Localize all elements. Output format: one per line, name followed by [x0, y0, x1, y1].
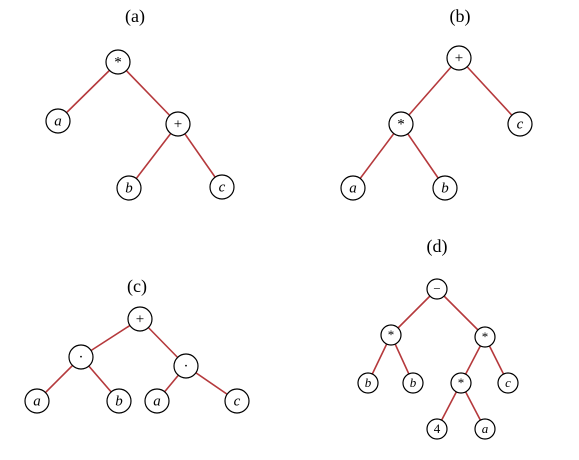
- tree-node: a: [24, 388, 50, 414]
- tree-edge: [400, 123, 446, 189]
- node-circle: [426, 418, 448, 440]
- tree-edge: [390, 288, 438, 336]
- node-circle: [497, 372, 519, 394]
- tree-node: b: [402, 372, 424, 394]
- tree-node: *: [474, 326, 496, 348]
- tree-node: ·: [68, 344, 94, 370]
- tree-edge: [436, 288, 486, 338]
- node-label: c: [234, 393, 241, 409]
- tree-node: c: [497, 372, 519, 394]
- tree-node: *: [450, 372, 472, 394]
- node-label: b: [115, 393, 123, 409]
- node-label: a: [349, 180, 357, 196]
- tree-node: b: [357, 372, 379, 394]
- node-label: ·: [184, 358, 189, 374]
- tree-caption: (b): [450, 6, 471, 27]
- node-circle: [357, 372, 379, 394]
- node-circle: [116, 175, 142, 201]
- tree-caption: (d): [427, 236, 448, 257]
- node-label: +: [455, 50, 463, 66]
- tree-node: +: [165, 111, 191, 137]
- tree-node: b: [116, 175, 142, 201]
- tree-node: c: [507, 111, 533, 137]
- node-circle: [144, 388, 170, 414]
- node-label: b: [441, 180, 449, 196]
- node-label: *: [388, 327, 395, 342]
- node-label: b: [365, 375, 372, 390]
- tree-caption: (a): [125, 6, 145, 27]
- node-circle: [106, 388, 132, 414]
- tree-node: ·: [173, 353, 199, 379]
- node-label: *: [458, 375, 465, 390]
- node-circle: [45, 108, 71, 134]
- node-circle: [24, 388, 50, 414]
- node-circle: [450, 372, 472, 394]
- node-circle: [432, 175, 458, 201]
- node-label: ·: [79, 349, 84, 365]
- tree-node: +: [127, 306, 153, 332]
- node-label: b: [125, 180, 133, 196]
- tree-caption: (c): [127, 276, 147, 297]
- tree-edge: [128, 123, 179, 189]
- node-label: *: [114, 54, 122, 70]
- tree-node: −: [426, 278, 448, 300]
- node-circle: [474, 326, 496, 348]
- node-circle: [68, 344, 94, 370]
- tree-node: a: [474, 418, 496, 440]
- node-label: a: [482, 421, 489, 436]
- tree-node: a: [45, 108, 71, 134]
- tree-d: (d) − * * b b * c 4 a: [357, 236, 519, 440]
- node-circle: [165, 111, 191, 137]
- node-circle: [426, 278, 448, 300]
- node-label: a: [153, 393, 161, 409]
- node-circle: [224, 388, 250, 414]
- node-circle: [380, 324, 402, 346]
- node-label: −: [433, 281, 440, 296]
- node-label: b: [410, 375, 417, 390]
- tree-node: +: [446, 45, 472, 71]
- node-label: *: [482, 329, 489, 344]
- node-label: +: [136, 311, 144, 327]
- tree-node: *: [105, 49, 131, 75]
- tree-edge: [57, 61, 119, 122]
- tree-edge: [117, 61, 179, 125]
- node-label: *: [397, 116, 405, 132]
- tree-node: 4: [426, 418, 448, 440]
- tree-edge: [352, 123, 402, 189]
- node-circle: [388, 111, 414, 137]
- node-circle: [173, 353, 199, 379]
- node-label: 4: [434, 421, 441, 436]
- tree-node: a: [144, 388, 170, 414]
- tree-node: c: [209, 174, 235, 200]
- node-label: a: [33, 393, 41, 409]
- node-circle: [105, 49, 131, 75]
- node-label: c: [219, 179, 226, 195]
- node-label: a: [54, 113, 62, 129]
- tree-b: (b) + * c a b: [340, 6, 533, 201]
- node-label: c: [517, 116, 524, 132]
- tree-node: *: [380, 324, 402, 346]
- node-label: +: [174, 116, 182, 132]
- tree-c: (c) + · · a b a c: [24, 276, 250, 414]
- tree-node: c: [224, 388, 250, 414]
- tree-edge: [458, 57, 521, 125]
- node-circle: [127, 306, 153, 332]
- tree-node: *: [388, 111, 414, 137]
- node-circle: [507, 111, 533, 137]
- node-circle: [402, 372, 424, 394]
- node-circle: [209, 174, 235, 200]
- tree-node: a: [340, 175, 366, 201]
- node-circle: [340, 175, 366, 201]
- node-circle: [474, 418, 496, 440]
- tree-node: b: [432, 175, 458, 201]
- node-circle: [446, 45, 472, 71]
- tree-edge: [177, 123, 223, 188]
- tree-a: (a) * a + b c: [45, 6, 235, 201]
- tree-node: b: [106, 388, 132, 414]
- node-label: c: [505, 375, 511, 390]
- tree-edge: [400, 57, 460, 125]
